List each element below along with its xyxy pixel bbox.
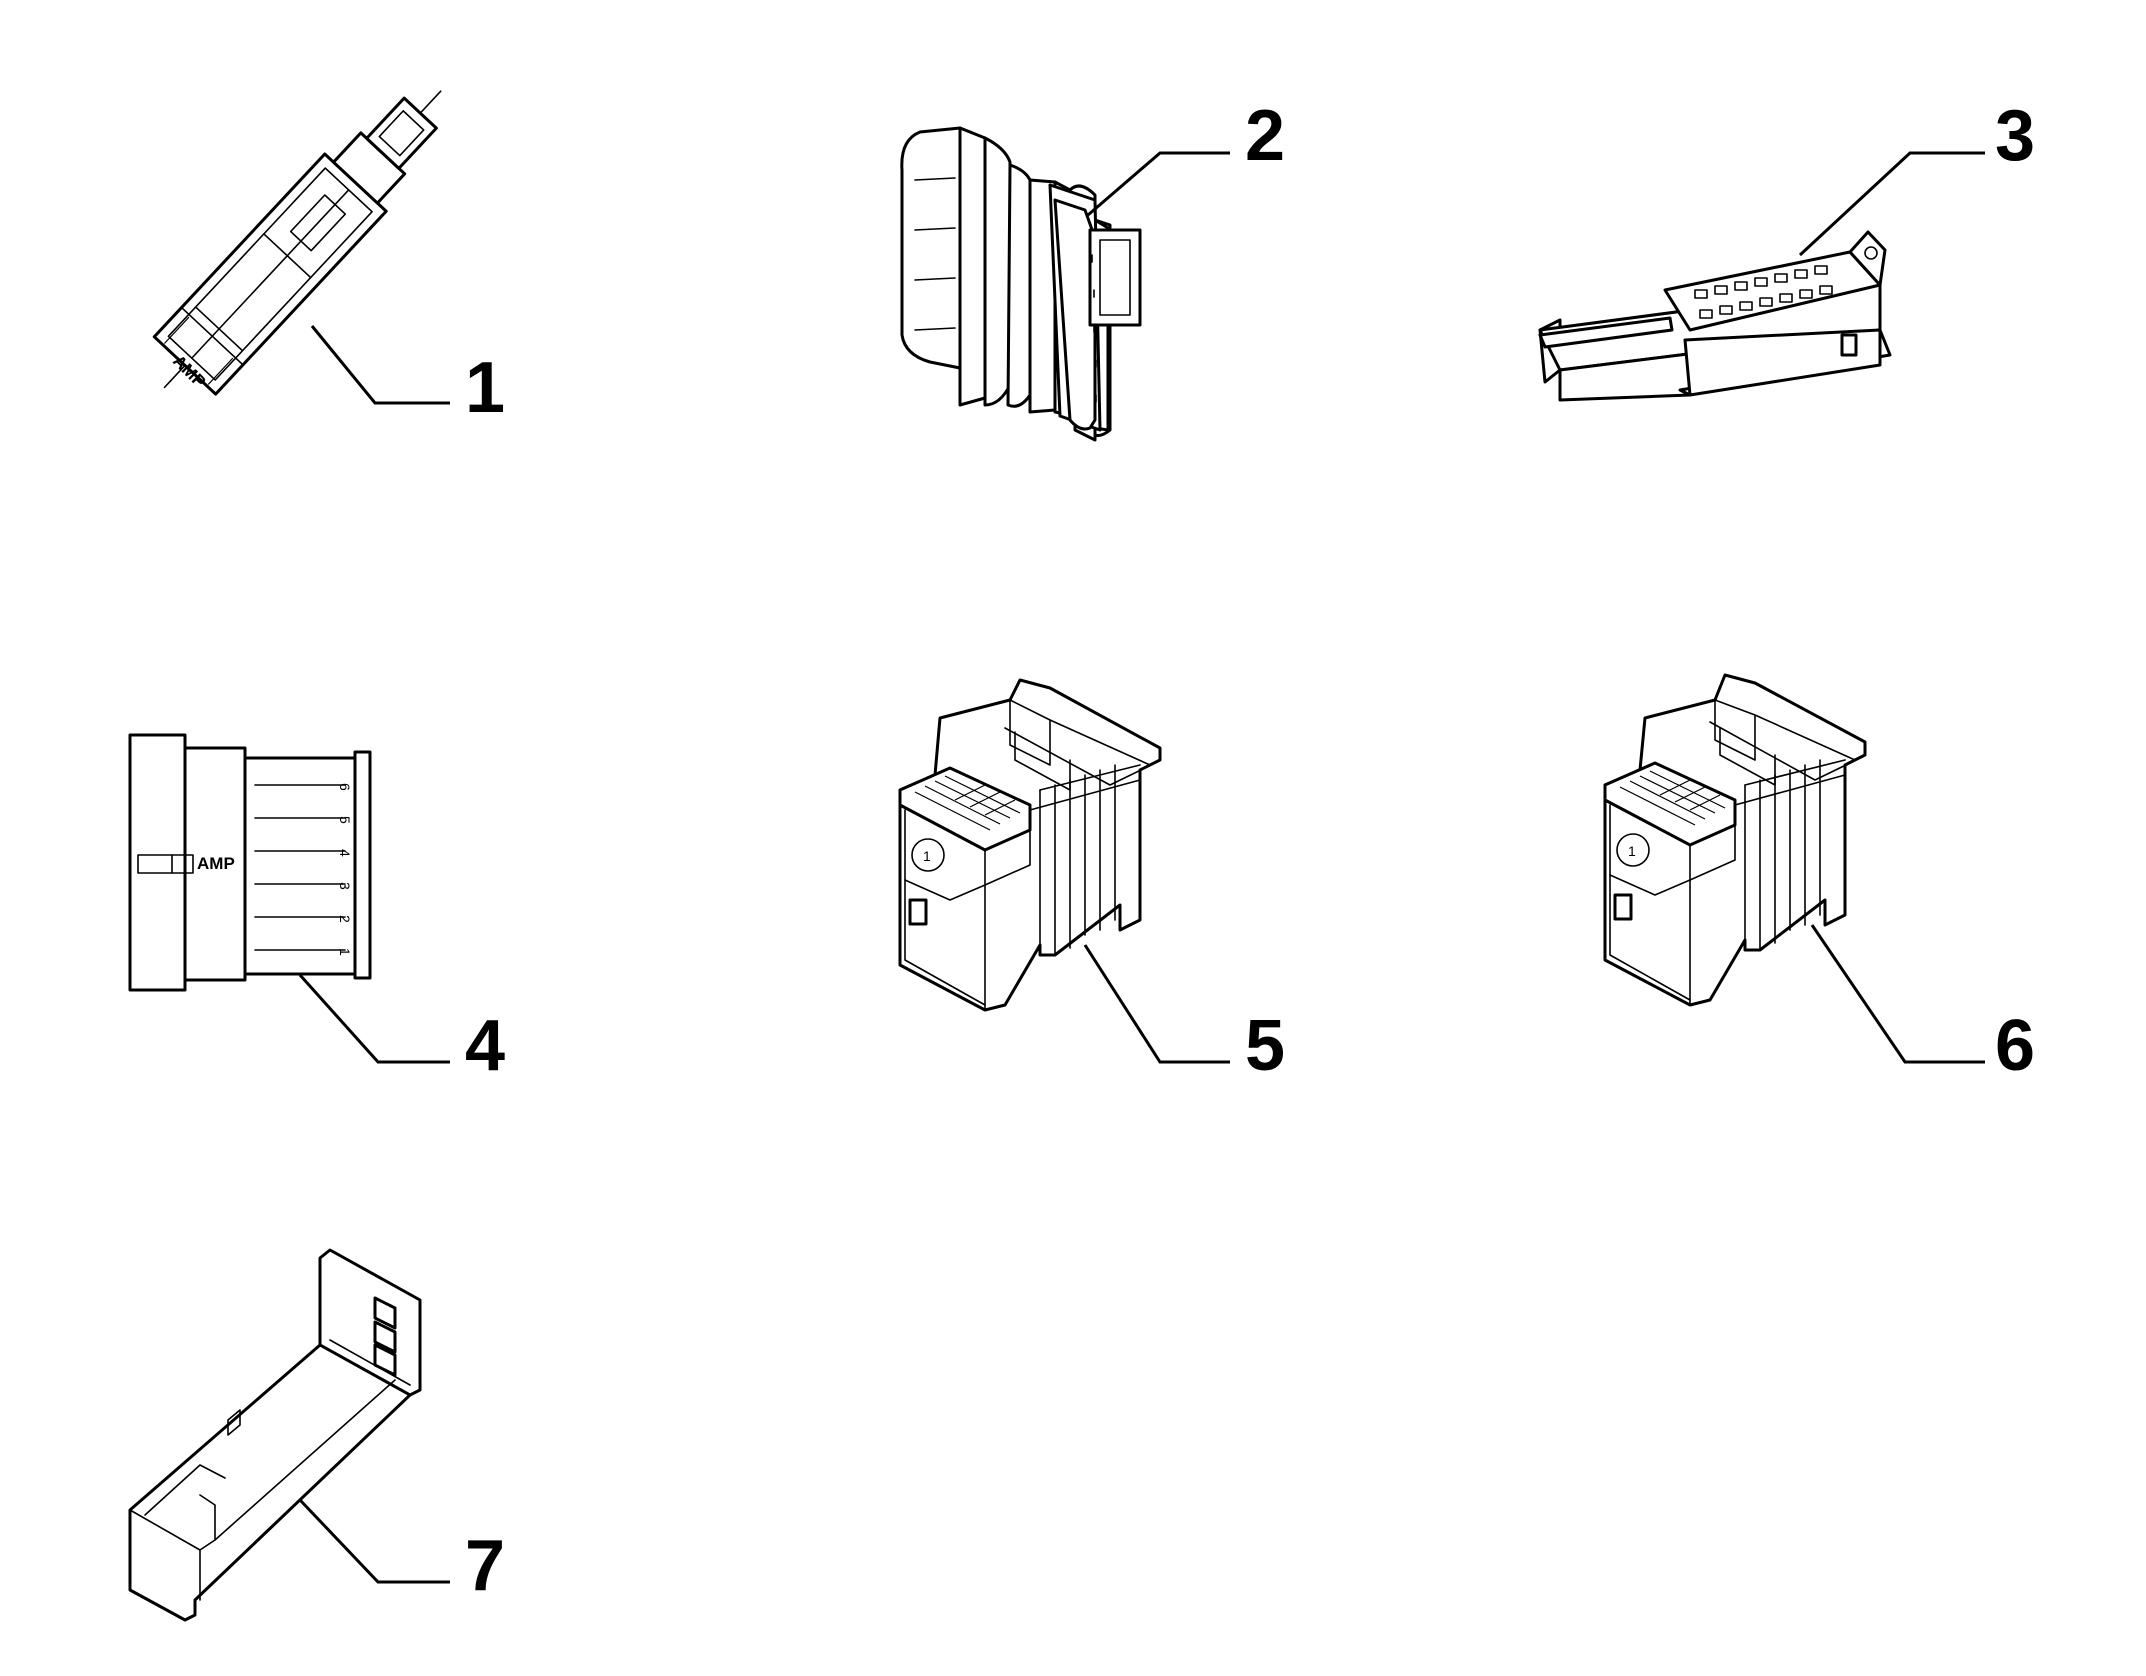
part-6-marking: 1 bbox=[1628, 843, 1636, 859]
leader-line-2 bbox=[1087, 151, 1230, 217]
pin-label-3: 3 bbox=[337, 882, 353, 890]
callout-number-5: 5 bbox=[1245, 1006, 1285, 1086]
pin-label-4: 4 bbox=[337, 849, 353, 857]
connector-part-2: 2 bbox=[900, 96, 1285, 442]
leader-line-5 bbox=[1083, 944, 1230, 1064]
leader-line-3 bbox=[1798, 151, 1985, 257]
connector-part-7: 7 bbox=[128, 1248, 505, 1622]
pin-label-6: 6 bbox=[337, 783, 353, 791]
callout-number-3: 3 bbox=[1995, 96, 2035, 176]
leader-line-4 bbox=[298, 973, 450, 1064]
callout-number-2: 2 bbox=[1245, 96, 1285, 176]
callout-number-1: 1 bbox=[465, 348, 505, 428]
leader-line-6 bbox=[1810, 924, 1985, 1064]
number-one-icon bbox=[911, 838, 945, 872]
part-5-marking: 1 bbox=[923, 848, 931, 864]
connector-part-1: AMP 1 bbox=[152, 90, 505, 428]
pin-label-1: 1 bbox=[337, 948, 353, 956]
callout-number-4: 4 bbox=[465, 1006, 505, 1086]
connector-part-5: 1 5 bbox=[898, 678, 1285, 1086]
part-4-marking: AMP bbox=[197, 854, 235, 873]
callout-number-6: 6 bbox=[1995, 1006, 2035, 1086]
connector-part-4: 6 5 4 3 2 1 AMP 4 bbox=[128, 733, 505, 1086]
pin-label-5: 5 bbox=[337, 816, 353, 824]
connector-part-3: 3 bbox=[1538, 96, 2035, 402]
connector-part-6: 1 6 bbox=[1603, 673, 2035, 1086]
pin-label-2: 2 bbox=[337, 915, 353, 923]
leader-line-1 bbox=[310, 325, 450, 405]
number-one-icon bbox=[1616, 833, 1650, 867]
leader-line-7 bbox=[298, 1498, 450, 1584]
callout-number-7: 7 bbox=[465, 1526, 505, 1606]
